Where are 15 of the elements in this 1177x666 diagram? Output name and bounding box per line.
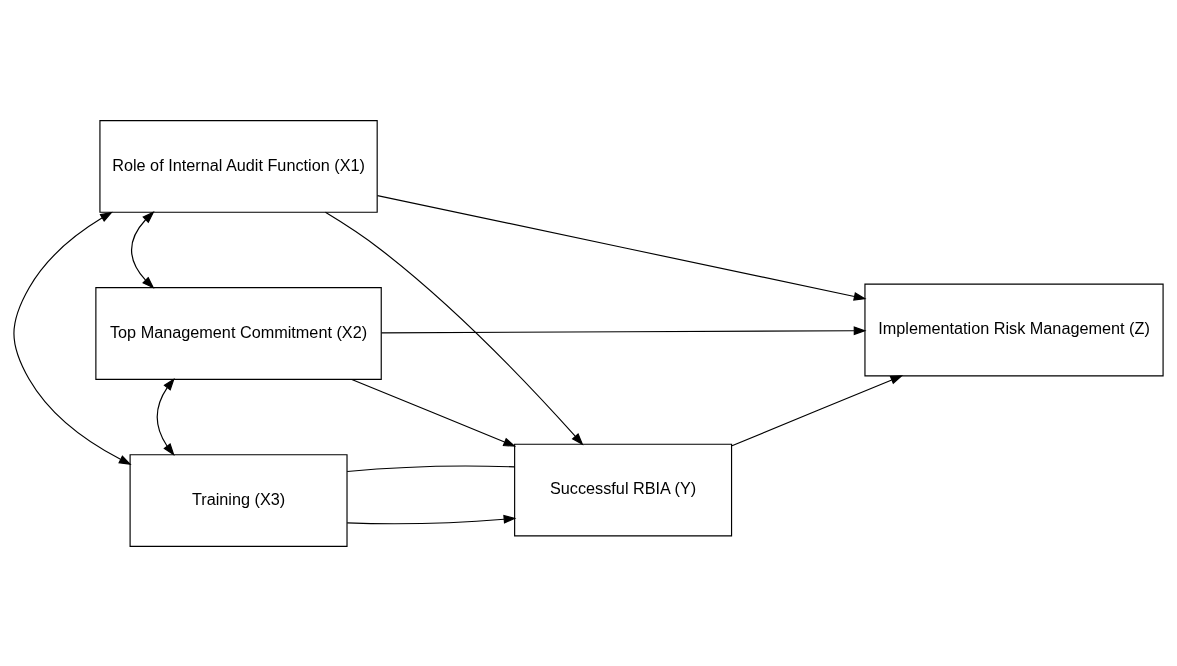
arrow bbox=[324, 211, 584, 445]
arrow bbox=[130, 210, 155, 289]
node-box: Top Management Commitment (X2) bbox=[95, 286, 382, 380]
arrow bbox=[13, 211, 132, 465]
node-box: Implementation Risk Management (Z) bbox=[864, 283, 1164, 376]
arrow bbox=[380, 325, 867, 335]
arrow bbox=[351, 378, 517, 447]
arrow bbox=[731, 374, 904, 446]
arrow bbox=[346, 514, 517, 524]
arrow bbox=[156, 377, 175, 456]
node-box: Training (X3) bbox=[129, 453, 348, 547]
node-box: Role of Internal Audit Function (X1) bbox=[99, 119, 378, 213]
connector bbox=[346, 465, 516, 472]
node-box: Successful RBIA (Y) bbox=[514, 443, 733, 536]
arrow bbox=[376, 194, 867, 301]
